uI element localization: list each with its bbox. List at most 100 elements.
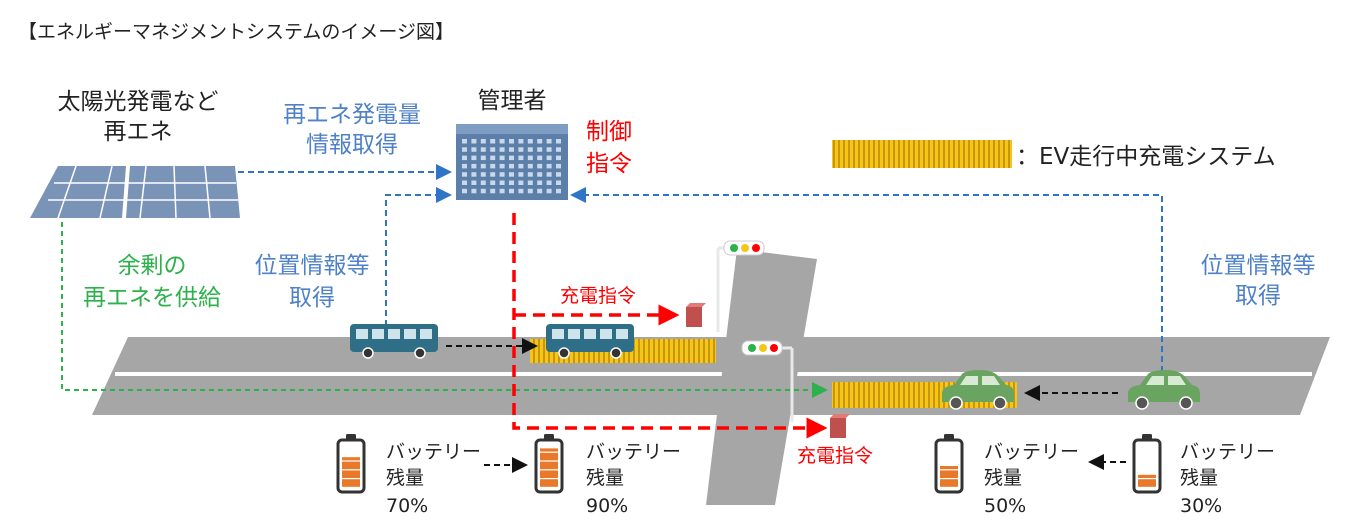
- building-window: [546, 139, 552, 144]
- solar-panel-icon: [30, 165, 240, 219]
- building-window: [527, 180, 533, 185]
- building-window: [490, 163, 496, 169]
- building-window: [556, 188, 561, 194]
- battery-fill: [940, 466, 958, 487]
- building-window: [480, 155, 486, 161]
- renewable-info-line2: 情報取得: [306, 132, 398, 158]
- building-window: [471, 188, 477, 194]
- building-window: [556, 155, 561, 161]
- building-window: [471, 139, 477, 144]
- building-window: [546, 155, 552, 161]
- charge-command-bottom: 充電指令: [797, 445, 873, 467]
- manager-label: 管理者: [478, 88, 547, 114]
- building-window: [527, 163, 533, 169]
- battery-label-line1: バッテリー: [386, 441, 481, 463]
- position-info-arrow-right: [570, 187, 1163, 372]
- building-window: [462, 139, 467, 144]
- renewable-info-line1: 再エネ発電量: [283, 102, 421, 128]
- building-window: [537, 172, 543, 177]
- building-window: [518, 163, 524, 169]
- building-window: [518, 180, 524, 185]
- building-window: [471, 147, 477, 152]
- legend-coil-swatch: [832, 140, 1012, 168]
- building-window: [509, 163, 514, 169]
- vertical-road: [706, 249, 817, 505]
- building-window: [546, 147, 552, 152]
- control-command-line: [512, 213, 828, 439]
- building-window: [471, 155, 477, 161]
- building-window: [462, 172, 467, 177]
- battery-label-line1: バッテリー: [1180, 441, 1275, 463]
- building-window: [462, 180, 467, 185]
- charger-unit-bottom: [830, 414, 850, 438]
- charger-unit-top: [686, 303, 706, 327]
- building-window: [527, 147, 533, 152]
- building-window: [518, 188, 524, 194]
- battery-percent: 50%: [984, 495, 1026, 517]
- building-window: [527, 172, 533, 177]
- battery-label-line1: バッテリー: [984, 441, 1079, 463]
- building-icon: [456, 124, 568, 200]
- building-window: [499, 155, 505, 161]
- road-network: [92, 249, 1330, 505]
- car-icon-right: [1128, 370, 1200, 410]
- position-right-line1: 位置情報等: [1201, 253, 1316, 279]
- building-window: [499, 180, 505, 185]
- building-window: [537, 188, 543, 194]
- position-left-line1: 位置情報等: [255, 253, 370, 279]
- building-windows: [462, 139, 561, 194]
- building-window: [518, 147, 524, 152]
- building-window: [499, 163, 505, 169]
- legend: ：EV走行中充電システム: [832, 140, 1276, 170]
- traffic-light-top: [716, 240, 765, 332]
- battery-label-line1: バッテリー: [586, 441, 681, 463]
- building-window: [480, 180, 486, 185]
- building-window: [509, 180, 514, 185]
- building-window: [490, 139, 496, 144]
- building-window: [499, 147, 505, 152]
- building-window: [509, 188, 514, 194]
- battery-fill: [540, 448, 558, 487]
- surplus-line2: 再エネを供給: [83, 285, 221, 311]
- building-window: [546, 188, 552, 194]
- building-window: [490, 172, 496, 177]
- building-window: [471, 180, 477, 185]
- diagram-title: 【エネルギーマネジメントシステムのイメージ図】: [18, 21, 454, 43]
- building-window: [537, 163, 543, 169]
- control-line2: 指令: [586, 151, 632, 177]
- building-window: [527, 155, 533, 161]
- battery-percent: 70%: [386, 495, 428, 517]
- traffic-light-bottom: [741, 340, 794, 422]
- building-window: [509, 172, 514, 177]
- building-window: [518, 155, 524, 161]
- battery-fill: [1138, 474, 1156, 487]
- building-window: [556, 163, 561, 169]
- bus-icon-right: [546, 324, 634, 359]
- building-window: [499, 139, 505, 144]
- battery-label-line2: 残量: [586, 467, 624, 489]
- battery-percent: 90%: [586, 495, 628, 517]
- surplus-line1: 余剰の: [118, 253, 187, 279]
- solar-label-line2: 再エネ: [104, 119, 173, 145]
- building-window: [518, 139, 524, 144]
- building-window: [480, 163, 486, 169]
- position-info-arrow-left: [385, 187, 452, 326]
- building-window: [546, 180, 552, 185]
- position-left-line2: 取得: [289, 285, 335, 311]
- building-window: [537, 139, 543, 144]
- battery-label-line2: 残量: [386, 467, 424, 489]
- charge-command-top: 充電指令: [560, 285, 636, 307]
- building-window: [462, 188, 467, 194]
- building-window: [556, 180, 561, 185]
- building-window: [480, 147, 486, 152]
- building-window: [490, 188, 496, 194]
- building-window: [480, 172, 486, 177]
- surplus-supply-arrow: [61, 222, 828, 398]
- building-window: [499, 172, 505, 177]
- building-window: [556, 147, 561, 152]
- building-window: [556, 172, 561, 177]
